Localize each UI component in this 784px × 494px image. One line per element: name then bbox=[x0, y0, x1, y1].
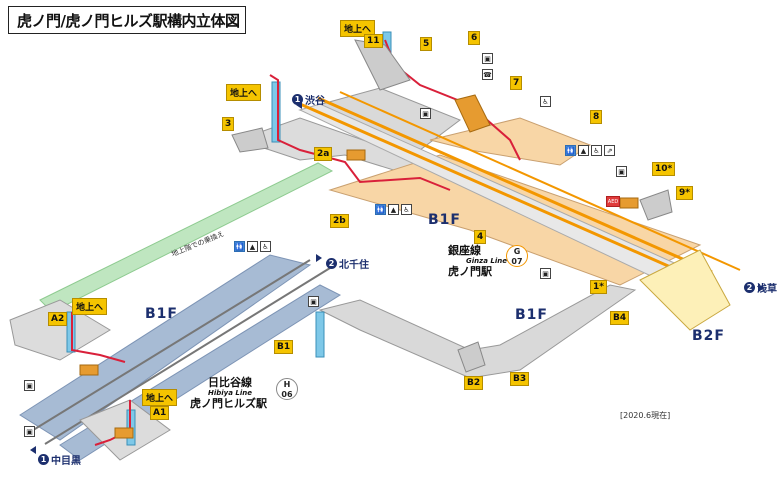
exit-8: 8 bbox=[590, 110, 603, 124]
ginza-station-number-badge: G 07 bbox=[506, 245, 528, 267]
direction-dest: 北千住 bbox=[339, 260, 369, 271]
exit-11: 11 bbox=[364, 34, 383, 48]
ticket-machine-icon: ▣ bbox=[420, 108, 431, 119]
exit-9: 9* bbox=[676, 186, 693, 200]
direction-number: 2 bbox=[744, 282, 755, 293]
direction-number: 2 bbox=[326, 258, 337, 269]
ginza-station-ja: 虎ノ門駅 bbox=[448, 265, 492, 278]
floor-label-ginza-b1f: B1F bbox=[428, 212, 461, 228]
stair-9 bbox=[639, 189, 673, 221]
direction-number: 1 bbox=[38, 454, 49, 465]
to-ground-sign-a1: 地上へ bbox=[142, 389, 178, 406]
toilet-icon: 🚻 bbox=[565, 145, 576, 156]
hibiya-a2-area bbox=[9, 299, 111, 361]
ginza-b2f-stair bbox=[639, 249, 731, 331]
badge-number: 06 bbox=[281, 390, 293, 399]
arrow-kitasenju bbox=[316, 254, 322, 262]
direction-dest: 渋谷 bbox=[305, 96, 325, 107]
ticket-machine-icon: ▣ bbox=[482, 53, 493, 64]
exit-4: 4 bbox=[474, 230, 487, 244]
stair-3 bbox=[231, 127, 269, 153]
hibiya-station-number-badge: H 06 bbox=[276, 378, 298, 400]
exit-a2: A2 bbox=[48, 312, 68, 326]
elevator-icon: ▲ bbox=[388, 204, 399, 215]
fare-gate-4 bbox=[114, 427, 134, 439]
transfer-passage bbox=[39, 162, 334, 313]
exit-b3: B3 bbox=[510, 372, 530, 386]
elevator-icon: ▲ bbox=[578, 145, 589, 156]
badge-letter: H bbox=[283, 380, 291, 389]
hibiya-line-en: Hibiya Line bbox=[208, 389, 252, 397]
phone-icon: ☎ bbox=[482, 69, 493, 80]
hibiya-station-name: 日比谷線 Hibiya Line 虎ノ門ヒルズ駅 bbox=[190, 376, 267, 410]
hibiya-track-1 bbox=[29, 259, 311, 433]
ginza-track-3 bbox=[339, 91, 741, 271]
hibiya-line-ja: 日比谷線 bbox=[208, 376, 252, 389]
fare-gate-2 bbox=[619, 197, 639, 209]
exit-6: 6 bbox=[468, 31, 481, 45]
ticket-machine-icon: ▣ bbox=[616, 166, 627, 177]
ticket-machine-icon: ▣ bbox=[540, 268, 551, 279]
exit-1: 1* bbox=[590, 280, 607, 294]
date-note: [2020.6現在] bbox=[620, 411, 671, 420]
exit-3: 3 bbox=[222, 117, 235, 131]
fare-gate-1 bbox=[346, 149, 366, 161]
floor-label-hibiya-b1f-right: B1F bbox=[515, 307, 548, 323]
ginza-track-2 bbox=[317, 96, 713, 274]
exit-b4: B4 bbox=[610, 311, 630, 325]
wheelchair-icon: ♿ bbox=[591, 145, 602, 156]
arrow-asakusa bbox=[758, 284, 765, 292]
aed-icon: AED bbox=[606, 196, 620, 207]
hibiya-station-ja: 虎ノ門ヒルズ駅 bbox=[190, 397, 267, 410]
ginza-line-en: Ginza Line bbox=[466, 257, 507, 265]
ginza-line-ja: 銀座線 bbox=[448, 244, 481, 257]
toilet-icon: 🚻 bbox=[234, 241, 245, 252]
stair-b2 bbox=[457, 341, 486, 373]
to-ground-sign-11: 地上へ bbox=[340, 20, 376, 37]
exit-7: 7 bbox=[510, 76, 523, 90]
floor-label-hibiya-b1f-left: B1F bbox=[145, 306, 178, 322]
wheelchair-icon: ♿ bbox=[260, 241, 271, 252]
elevator-b1 bbox=[315, 311, 325, 358]
fare-gate-3 bbox=[79, 364, 99, 376]
direction-number: 1 bbox=[292, 94, 303, 105]
direction-dest: 中目黒 bbox=[51, 456, 81, 467]
exit-2a: 2a bbox=[314, 147, 333, 161]
elevator-icon: ▲ bbox=[247, 241, 258, 252]
toilet-icon: 🚻 bbox=[375, 204, 386, 215]
exit-b1: B1 bbox=[274, 340, 294, 354]
exit-a1: A1 bbox=[150, 406, 170, 420]
wheelchair-icon: ♿ bbox=[401, 204, 412, 215]
ginza-track-1 bbox=[299, 102, 701, 282]
to-ground-sign-3: 地上へ bbox=[226, 84, 262, 101]
exit-2b: 2b bbox=[330, 214, 349, 228]
escalator-icon: ⇗ bbox=[604, 145, 615, 156]
floor-label-ginza-b2f: B2F bbox=[692, 328, 725, 344]
ticket-machine-icon: ▣ bbox=[24, 426, 35, 437]
exit-b2: B2 bbox=[464, 376, 484, 390]
ticket-machine-icon: ▣ bbox=[308, 296, 319, 307]
accessible-route-a2 bbox=[71, 312, 126, 363]
elevator-left-1 bbox=[271, 81, 281, 143]
ginza-b1f-concourse-left bbox=[236, 117, 422, 173]
ticket-machine-icon: ▣ bbox=[24, 380, 35, 391]
exit-10: 10* bbox=[652, 162, 676, 176]
exit-5: 5 bbox=[420, 37, 433, 51]
direction-dest: 浅草 bbox=[757, 284, 777, 295]
ginza-station-name: 銀座線 Ginza Line 虎ノ門駅 bbox=[448, 244, 507, 278]
badge-letter: G bbox=[513, 247, 521, 256]
badge-number: 07 bbox=[511, 257, 523, 266]
fare-gate-5 bbox=[454, 94, 491, 133]
to-ground-sign-a2: 地上へ bbox=[72, 298, 108, 315]
page-title: 虎ノ門/虎ノ門ヒルズ駅構内立体図 bbox=[8, 6, 246, 34]
arrow-nakameguro bbox=[30, 446, 36, 454]
wheelchair-icon: ♿ bbox=[540, 96, 551, 107]
